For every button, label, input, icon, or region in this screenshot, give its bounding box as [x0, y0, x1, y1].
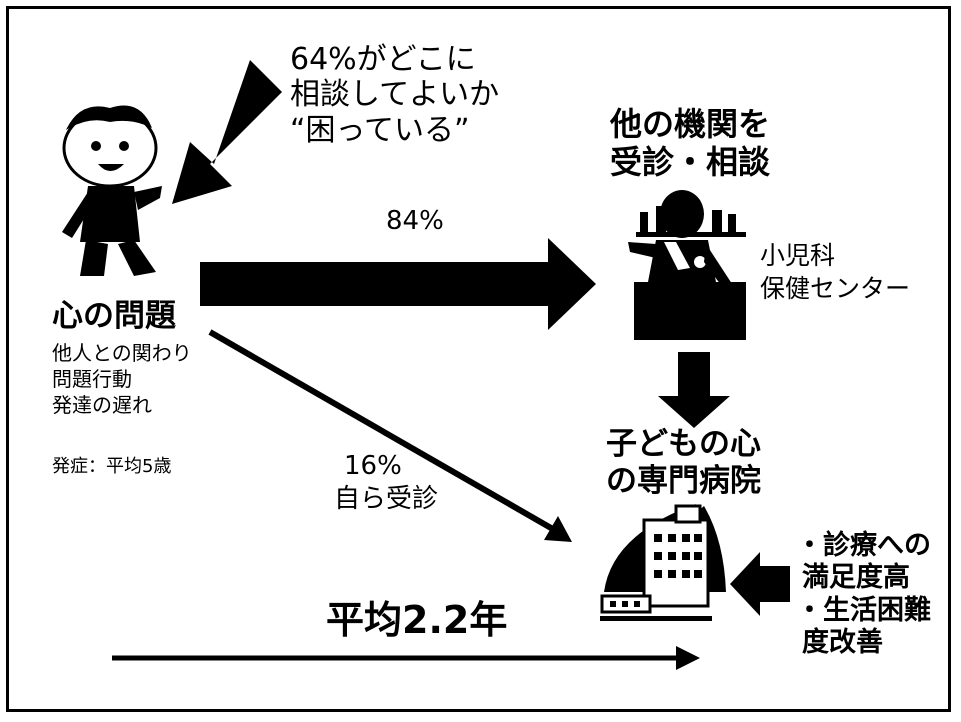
callout-64-line: “困っている” — [290, 112, 470, 148]
other-institution-title: 他の機関を 受診・相談 — [610, 105, 771, 182]
arrow-84-icon — [200, 238, 596, 330]
timeline-arrow-icon — [112, 646, 700, 670]
outcome-line: 満足度高 — [802, 562, 910, 594]
child-item: 問題行動 — [52, 367, 132, 391]
other-institution-line: 他の機関を — [610, 105, 771, 143]
example-pediatrics: 小児科 — [760, 241, 836, 270]
outcome-line: 度改善 — [802, 627, 883, 659]
timeline-label: 平均2.2年 — [326, 598, 508, 642]
child-figure-icon — [62, 105, 162, 276]
slide-frame — [6, 6, 951, 712]
other-institution-line: 受診・相談 — [610, 142, 771, 181]
child-item: 他人との関わり — [52, 341, 192, 365]
outcome-line: ・診療への — [796, 530, 931, 561]
arrow-16-caption: 自ら受診 — [334, 483, 439, 514]
arrow-16-percent: 16% — [344, 451, 402, 481]
arrow-16-label: 16% 自ら受診 — [334, 450, 438, 515]
callout-64-line: 相談してよいか — [290, 77, 500, 113]
callout-64-text: 64%がどこに 相談してよいか “困っている” — [290, 42, 499, 148]
hospital-title: 子どもの心 の専門病院 — [606, 426, 761, 499]
child-item: 発達の遅れ — [52, 393, 152, 417]
doctor-clinic-icon — [628, 190, 746, 340]
other-institution-examples: 小児科 保健センター — [760, 240, 910, 305]
arrow-down-icon — [658, 352, 730, 428]
arrow-16-icon — [208, 329, 572, 542]
example-health-center: 保健センター — [760, 273, 911, 303]
hospital-title-line: の専門病院 — [606, 462, 761, 499]
callout-64-line: 64%がどこに — [290, 42, 476, 77]
arrow-outcome-icon — [730, 552, 790, 616]
child-items: 他人との関わり 問題行動 発達の遅れ — [52, 340, 192, 418]
arrow-84-label: 84% — [386, 206, 444, 236]
arrow-callout-to-child-icon — [172, 60, 282, 204]
child-title: 心の問題 — [52, 298, 176, 334]
onset-text: 発症：平均5歳 — [52, 456, 172, 477]
outcome-line: ・生活困難 — [796, 594, 931, 626]
hospital-title-line: 子どもの心 — [606, 426, 761, 462]
outcome-text: ・診療への 満足度高 ・生活困難 度改善 — [796, 530, 931, 660]
hospital-building-icon — [600, 504, 726, 621]
